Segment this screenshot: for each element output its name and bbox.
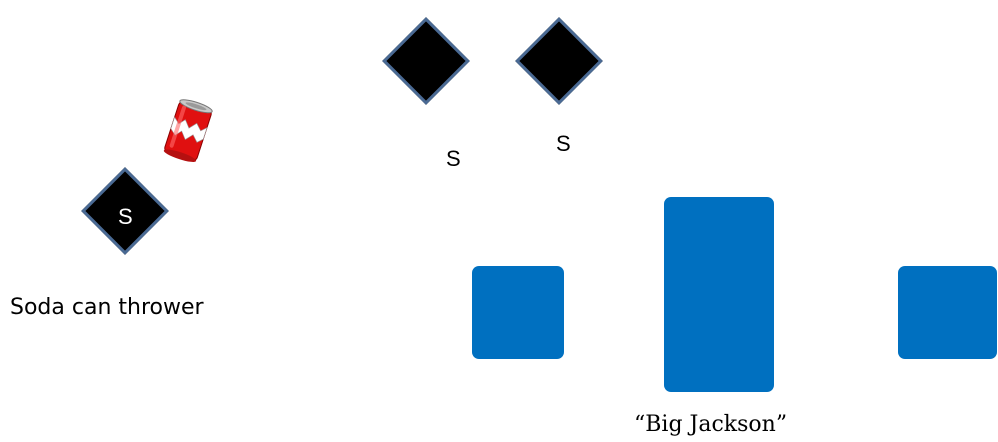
blue-block-left	[472, 266, 564, 359]
upper-diamond-right	[515, 17, 603, 105]
upper-diamond-left-label: S	[446, 146, 461, 171]
thrower-diamond-label: S	[118, 204, 133, 229]
upper-diamond-right-label: S	[556, 131, 571, 156]
big-jackson-caption: “Big Jackson”	[634, 412, 788, 437]
blue-block-right	[898, 266, 997, 359]
blue-block-big-jackson	[664, 197, 774, 392]
soda-can-icon	[163, 99, 213, 162]
thrower-caption: Soda can thrower	[10, 295, 204, 320]
upper-diamond-left	[382, 17, 470, 105]
